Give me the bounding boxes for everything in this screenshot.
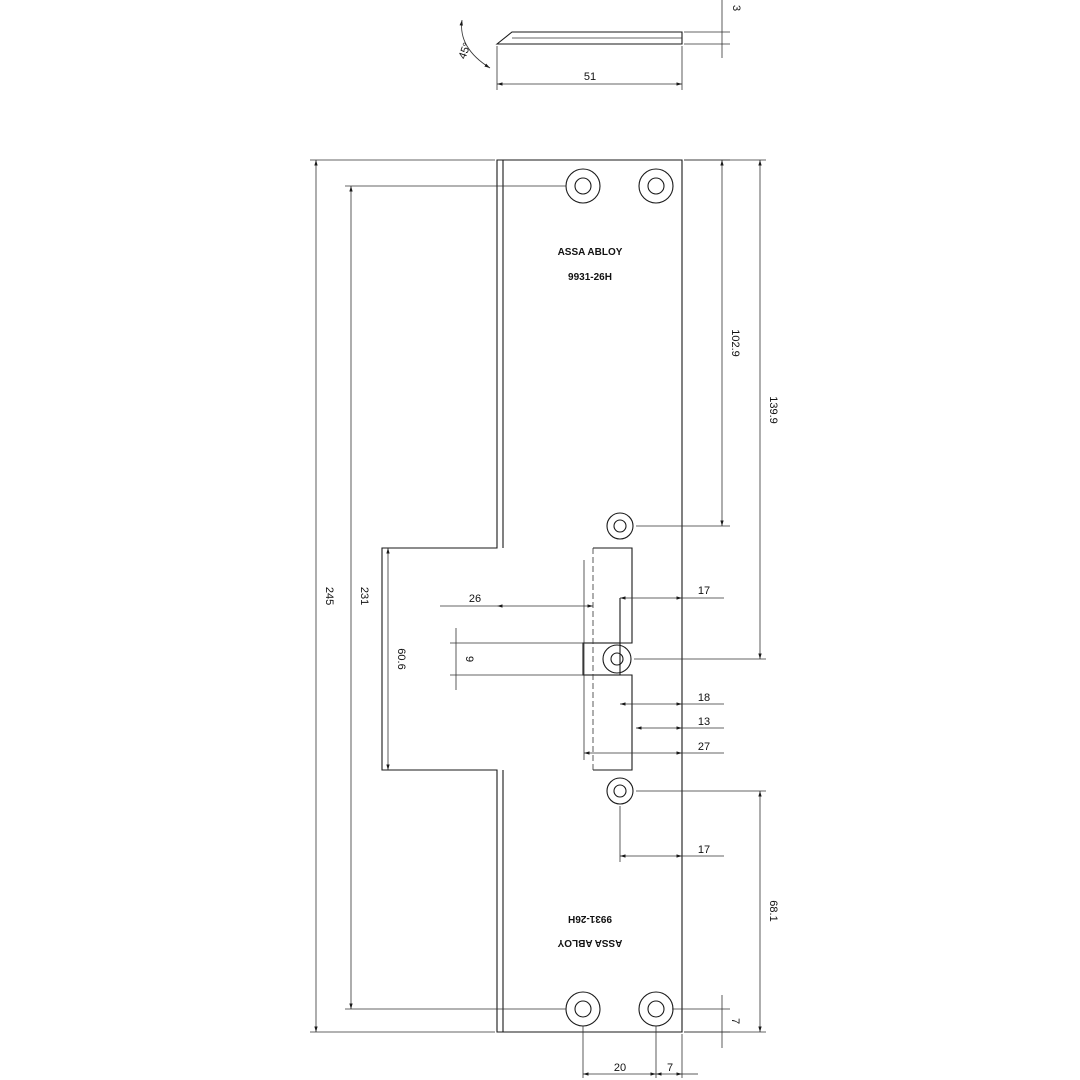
bottom-dimensions: 20 7 — [582, 1026, 698, 1078]
bottom-margin-label: 7 — [667, 1062, 673, 1074]
slot-height-label: 9 — [463, 656, 475, 662]
hole-top-right — [638, 168, 674, 204]
bottom-spacing-label: 20 — [614, 1062, 626, 1074]
cutout-depth-label: 26 — [469, 593, 481, 605]
bottom-edge-label: 7 — [729, 1018, 741, 1024]
d27-label: 27 — [698, 741, 710, 753]
bottom-to-hole-label: 68.1 — [767, 900, 779, 921]
latch-slot — [582, 642, 621, 676]
right-dimensions: 102.9 139.9 17 18 13 27 17 68.1 — [584, 159, 779, 1048]
hole-bottom-left — [565, 991, 601, 1027]
angle-label: 45° — [457, 41, 474, 61]
lower-offset-label: 17 — [698, 844, 710, 856]
upper-notch — [593, 547, 633, 644]
hole-bottom-right — [638, 991, 674, 1027]
plate-outline — [381, 159, 683, 1033]
hole-span-label: 231 — [358, 587, 370, 605]
angle-arc — [459, 19, 491, 69]
model-marking-top: 9931-26H — [568, 272, 612, 283]
brand-marking-top: ASSA ABLOY — [558, 247, 623, 258]
brand-marking-bottom: ASSA ABLOY — [557, 937, 622, 948]
d18-label: 18 — [698, 692, 710, 704]
front-view: ASSA ABLOY 9931-26H 9931-26H ASSA ABLOY — [381, 159, 683, 1033]
top-to-hole-label: 102.9 — [729, 329, 741, 357]
thickness-label: 3 — [730, 5, 742, 11]
side-width-label: 51 — [584, 71, 596, 83]
left-dimensions: 245 231 60.6 26 9 — [310, 159, 593, 1033]
side-view: 45° 3 51 — [457, 0, 742, 90]
hole-center — [602, 644, 632, 674]
upper-offset-label: 17 — [698, 585, 710, 597]
cutout-height-label: 60.6 — [395, 648, 407, 669]
hole-upper-mid — [606, 512, 634, 540]
model-marking-bottom: 9931-26H — [568, 913, 612, 924]
d13-label: 13 — [698, 716, 710, 728]
total-height-label: 245 — [323, 587, 335, 605]
top-to-center-label: 139.9 — [767, 396, 779, 424]
hole-top-left — [565, 168, 601, 204]
side-view-outline — [495, 31, 683, 45]
hole-lower-mid — [606, 777, 634, 805]
lower-notch — [593, 674, 633, 771]
